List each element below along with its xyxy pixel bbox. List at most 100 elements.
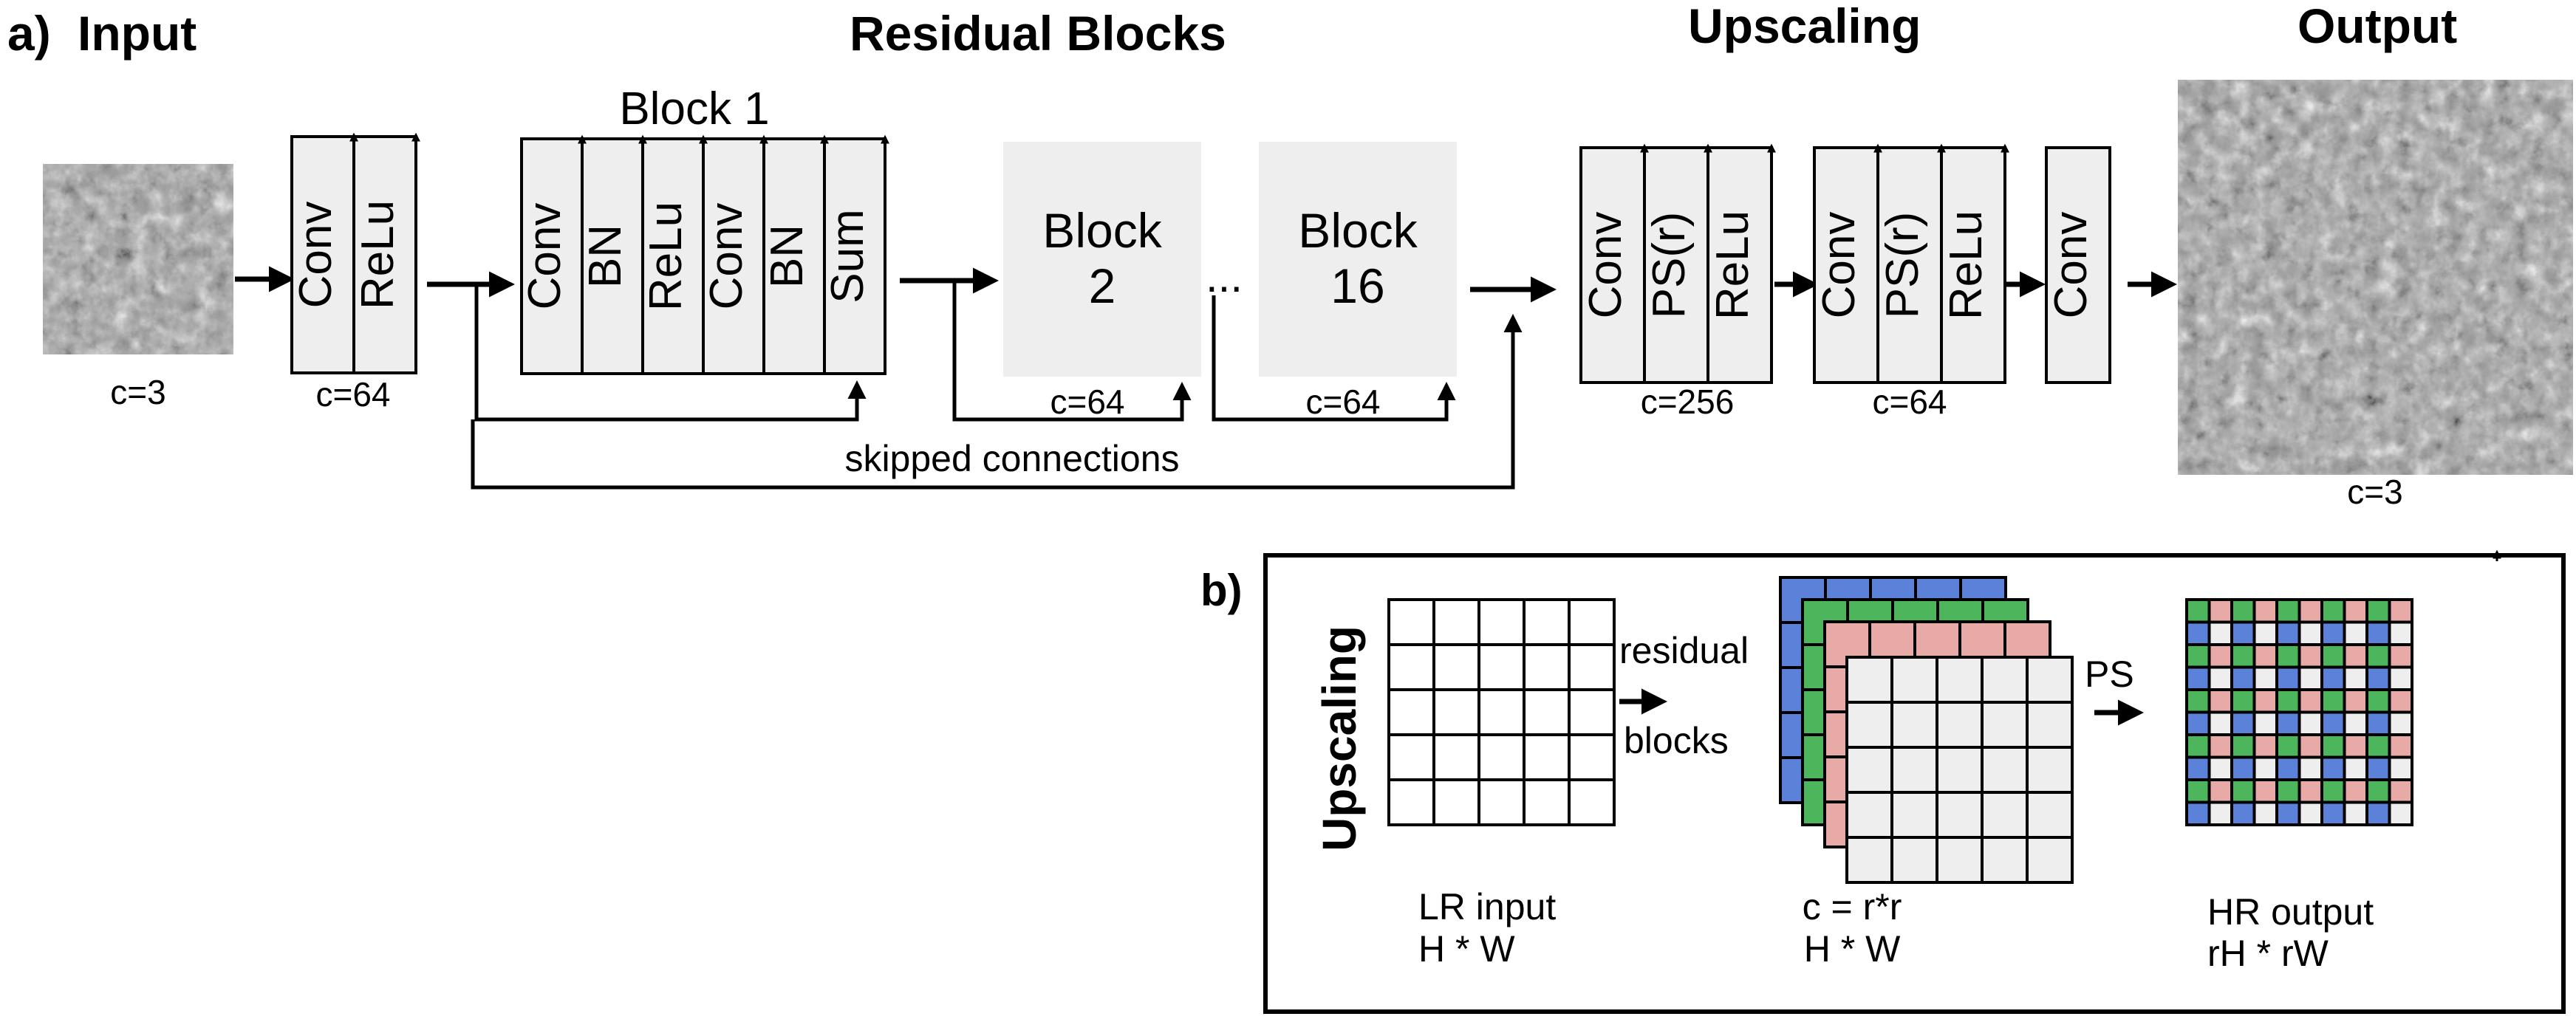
- hr-cell: [2388, 688, 2413, 714]
- block16-box: [1259, 142, 1457, 377]
- hr-cell: [2320, 688, 2346, 714]
- first-layer-group: [290, 132, 420, 374]
- arrow2-label: PS: [2085, 654, 2134, 695]
- hr-cell: [2365, 800, 2391, 826]
- skip-connection-block2: [952, 281, 1192, 422]
- hr-cell: [2297, 710, 2323, 736]
- hr-cell: [2343, 598, 2368, 624]
- lr-label-2: H * W: [1418, 928, 1515, 970]
- hr-cell: [2297, 778, 2323, 804]
- hr-cell: [2275, 778, 2301, 804]
- hr-cell: [2275, 755, 2301, 781]
- hr-cell: [2365, 620, 2391, 646]
- heading-output: Output: [2297, 0, 2457, 53]
- hr-cell: [2320, 643, 2346, 669]
- hr-cell: [2207, 665, 2233, 691]
- heading-input: Input: [78, 6, 197, 61]
- hr-cell: [2343, 755, 2368, 781]
- hr-label-2: rH * rW: [2207, 933, 2329, 974]
- hr-cell: [2207, 620, 2233, 646]
- section-a-label: a): [7, 6, 51, 61]
- hr-cell: [2252, 800, 2278, 826]
- hr-cell: [2365, 778, 2391, 804]
- hr-cell: [2185, 688, 2211, 714]
- skip-connection-long: [471, 314, 1523, 490]
- hr-cell: [2365, 665, 2391, 691]
- channel-stack-grids: [1779, 576, 2074, 884]
- block16-channels: c=64: [1305, 383, 1380, 421]
- hr-cell: [2185, 733, 2211, 759]
- hr-cell: [2343, 778, 2368, 804]
- block1-layer-conv-a: Conv: [519, 203, 570, 310]
- final-conv-box: [2045, 146, 2111, 384]
- section-b-vertical-title: Upscaling: [1313, 625, 1366, 851]
- hr-cell: [2230, 733, 2256, 759]
- hr-cell: [2252, 598, 2278, 624]
- ellipsis-dots: ...: [1206, 252, 1243, 301]
- first-layer-relu: ReLu: [352, 200, 403, 309]
- heading-upscaling: Upscaling: [1688, 0, 1921, 53]
- hr-cell: [2275, 688, 2301, 714]
- upscale2-relu: ReLu: [1941, 210, 1992, 320]
- block1-layer-bn-b: BN: [762, 224, 813, 288]
- hr-cell: [2343, 620, 2368, 646]
- upscale2-ps: PS(r): [1877, 212, 1928, 319]
- upscale1-channels: c=256: [1641, 383, 1735, 421]
- hr-cell: [2388, 778, 2413, 804]
- final-conv: Conv: [2046, 212, 2097, 319]
- stack-layer-gray: [1845, 656, 2074, 884]
- output-channels: c=3: [2347, 473, 2402, 511]
- hr-cell: [2185, 643, 2211, 669]
- heading-residual-blocks: Residual Blocks: [850, 6, 1226, 61]
- hr-cell: [2343, 643, 2368, 669]
- block1-layer-relu: ReLu: [640, 202, 691, 311]
- hr-cell: [2185, 710, 2211, 736]
- input-channels: c=3: [110, 373, 165, 411]
- hr-cell: [2343, 733, 2368, 759]
- hr-cell: [2320, 755, 2346, 781]
- hr-cell: [2230, 620, 2256, 646]
- hr-cell: [2297, 800, 2323, 826]
- hr-cell: [2343, 665, 2368, 691]
- section-b-label: b): [1200, 566, 1243, 615]
- hr-cell: [2320, 733, 2346, 759]
- hr-cell: [2185, 620, 2211, 646]
- hr-cell: [2365, 688, 2391, 714]
- hr-cell: [2185, 755, 2211, 781]
- hr-cell: [2365, 755, 2391, 781]
- hr-label-1: HR output: [2207, 891, 2374, 933]
- lr-label-1: LR input: [1418, 886, 1556, 927]
- stack-label-2: H * W: [1804, 928, 1901, 970]
- upscale1-layers: [1579, 143, 1776, 384]
- hr-cell: [2275, 643, 2301, 669]
- lr-grid-cells: [1387, 598, 1616, 826]
- upscale2-conv: Conv: [1814, 212, 1865, 319]
- upscale1-relu: ReLu: [1707, 210, 1758, 320]
- hr-cell: [2252, 688, 2278, 714]
- hr-cell: [2207, 755, 2233, 781]
- hr-cell: [2252, 643, 2278, 669]
- block1-layer-conv-b: Conv: [701, 203, 752, 310]
- hr-cell: [2252, 755, 2278, 781]
- hr-cell: [2275, 733, 2301, 759]
- skip-connection-block16: [1212, 295, 1456, 422]
- hr-cell: [2207, 598, 2233, 624]
- input-image: [43, 164, 233, 354]
- hr-output-grid: [2185, 598, 2413, 826]
- hr-cell: [2297, 643, 2323, 669]
- hr-cell: [2275, 665, 2301, 691]
- hr-cell: [2343, 800, 2368, 826]
- hr-cell: [2297, 688, 2323, 714]
- hr-cell: [2185, 800, 2211, 826]
- block2-box: [1003, 142, 1201, 377]
- stack-label-1: c = r*r: [1803, 886, 1902, 927]
- hr-cell: [2388, 733, 2413, 759]
- hr-cell: [2297, 620, 2323, 646]
- skip-connection-block1: [474, 284, 867, 422]
- hr-cell: [2320, 620, 2346, 646]
- hr-cell: [2252, 778, 2278, 804]
- hr-cell: [2185, 665, 2211, 691]
- hr-cell: [2185, 778, 2211, 804]
- hr-cell: [2320, 665, 2346, 691]
